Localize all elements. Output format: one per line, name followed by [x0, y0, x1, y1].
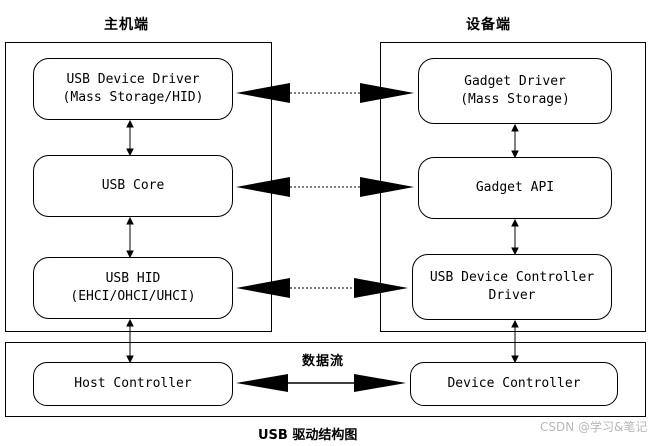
- usb-core-box: USB Core: [33, 155, 233, 217]
- device-controller-box: Device Controller: [410, 362, 618, 406]
- gadget-driver-box: Gadget Driver (Mass Storage): [418, 58, 612, 124]
- udc-driver-box: USB Device Controller Driver: [412, 254, 612, 320]
- usb-hid-box: USB HID (EHCI/OHCI/UHCI): [33, 257, 233, 319]
- host-controller-label: Host Controller: [74, 376, 192, 391]
- host-controller-box: Host Controller: [33, 362, 233, 406]
- udc-driver-sublabel: Driver: [488, 288, 536, 303]
- host-panel-title: 主机端: [104, 17, 149, 33]
- logical-links: [236, 83, 414, 298]
- figure-caption: USB 驱动结构图: [258, 428, 358, 443]
- device-panel-title: 设备端: [466, 17, 511, 33]
- udc-driver-label: USB Device Controller: [429, 270, 595, 285]
- gadget-api-box: Gadget API: [418, 157, 612, 219]
- usb-device-driver-sublabel: (Mass Storage/HID): [62, 90, 204, 105]
- usb-hid-sublabel: (EHCI/OHCI/UHCI): [70, 289, 196, 304]
- usb-device-driver-box: USB Device Driver (Mass Storage/HID): [33, 58, 233, 120]
- usb-device-driver-label: USB Device Driver: [66, 72, 200, 87]
- gadget-api-label: Gadget API: [475, 180, 555, 195]
- usb-hid-label: USB HID: [105, 271, 161, 286]
- data-flow-label: 数据流: [302, 354, 345, 369]
- host-vertical-arrows: [126, 119, 134, 364]
- csdn-watermark: CSDN @学习&笔记: [540, 420, 648, 434]
- device-vertical-arrows: [511, 123, 519, 364]
- device-controller-label: Device Controller: [447, 376, 581, 391]
- gadget-driver-sublabel: (Mass Storage): [460, 92, 570, 107]
- data-flow-arrow: [236, 374, 406, 392]
- gadget-driver-label: Gadget Driver: [464, 74, 566, 89]
- usb-core-label: USB Core: [101, 178, 165, 193]
